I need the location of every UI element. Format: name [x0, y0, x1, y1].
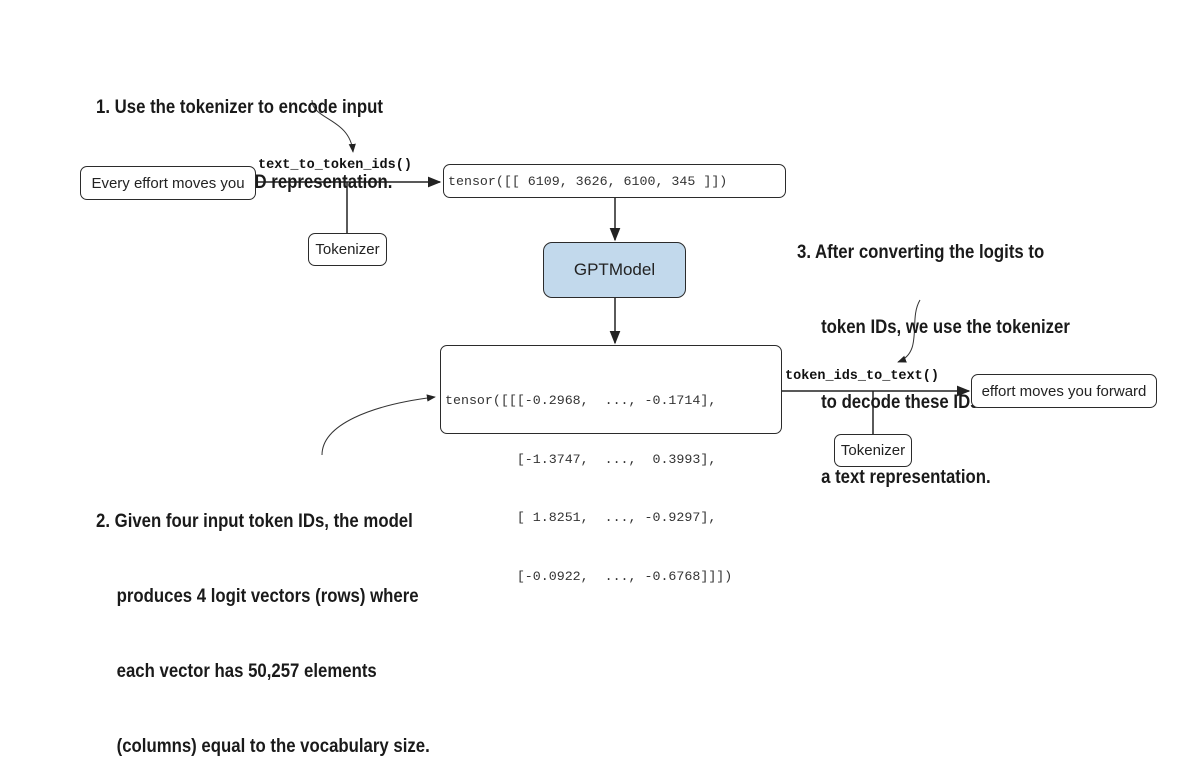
logits-row-2: [-1.3747, ..., 0.3993],	[445, 451, 717, 467]
output-text: effort moves you forward	[981, 382, 1147, 400]
step3-annotation: 3. After converting the logits to token …	[797, 190, 1070, 515]
step3-line-2: token IDs, we use the tokenizer	[821, 316, 1070, 338]
logits-box: tensor([[[-0.2968, ..., -0.1714], [-1.37…	[440, 345, 782, 584]
step3-line-4: a text representation.	[821, 466, 991, 488]
encode-function-label: text_to_token_ids()	[258, 158, 412, 173]
logits-row-1: tensor([[[-0.2968, ..., -0.1714],	[445, 393, 717, 408]
step2-line-2: produces 4 logit vectors (rows) where	[116, 585, 419, 607]
step3-line-1: 3. After converting the logits to	[797, 241, 1045, 263]
step1-pointer	[311, 99, 356, 153]
step1-line-1: 1. Use the tokenizer to encode input	[96, 96, 383, 118]
tokenizer-bottom-label: Tokenizer	[840, 442, 906, 459]
tokenizer-top-label: Tokenizer	[315, 241, 380, 258]
gpt-model-label: GPTModel	[573, 260, 656, 279]
step2-annotation: 2. Given four input token IDs, the model…	[96, 459, 430, 784]
step3-pointer	[897, 299, 921, 363]
logits-row-3: [ 1.8251, ..., -0.9297],	[445, 510, 717, 525]
decode-function-label: token_ids_to_text()	[785, 369, 939, 384]
step2-line-3: each vector has 50,257 elements	[116, 660, 377, 682]
input-text: Every effort moves you	[91, 174, 245, 192]
logits-row-4: [-0.0922, ..., -0.6768]]])	[445, 568, 733, 584]
tokenizer-bottom-box: Tokenizer	[834, 434, 912, 467]
step2-line-4: (columns) equal to the vocabulary size.	[116, 735, 430, 757]
input-text-box: Every effort moves you	[80, 166, 256, 200]
flow-connectors	[256, 99, 971, 456]
output-text-box: effort moves you forward	[971, 374, 1157, 408]
token-ids-box: tensor([[ 6109, 3626, 6100, 345 ]])	[443, 164, 786, 198]
gpt-model-box: GPTModel	[543, 242, 686, 298]
token-ids-text: tensor([[ 6109, 3626, 6100, 345 ]])	[448, 173, 728, 189]
step2-pointer	[321, 394, 436, 456]
step2-line-1: 2. Given four input token IDs, the model	[96, 510, 413, 532]
tokenizer-top-box: Tokenizer	[308, 233, 387, 266]
